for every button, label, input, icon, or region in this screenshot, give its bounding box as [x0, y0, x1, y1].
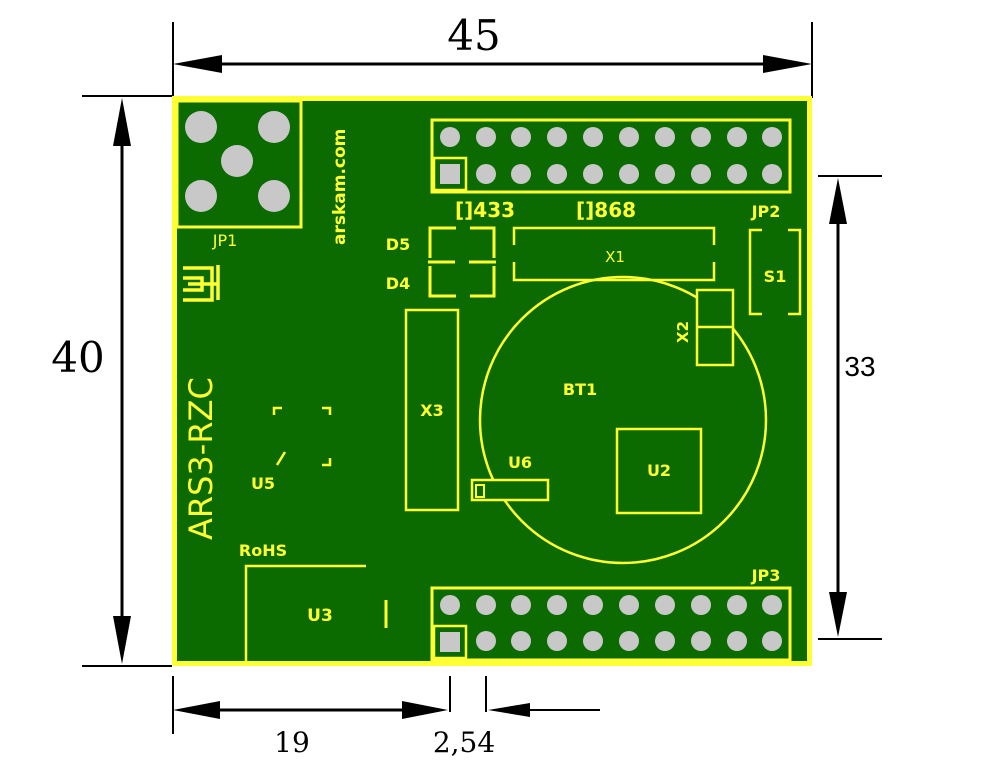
d5-label: D5: [386, 235, 410, 254]
x2-label: X2: [674, 321, 692, 343]
u3-label: U3: [307, 606, 333, 626]
jp1-label: JP1: [212, 231, 238, 250]
u2-outline: [615, 427, 703, 515]
jp2-header: [430, 118, 792, 194]
bt1-outline: [478, 275, 768, 565]
bt1-label: BT1: [563, 380, 597, 399]
s1-label: S1: [764, 267, 787, 286]
u6-outline: [470, 478, 550, 502]
dim-offset-label: 19: [274, 726, 310, 759]
u5-label: U5: [251, 474, 275, 493]
brand-logo-icon: [183, 265, 220, 302]
jp2-label: JP2: [751, 202, 781, 221]
u5-outline: [272, 406, 332, 467]
dim-header-spacing-label: 33: [844, 351, 875, 382]
brand-url: arskam.com: [330, 129, 350, 245]
dimension-lines: [82, 22, 882, 734]
dim-width-label: 45: [447, 11, 500, 60]
x3-outline: [404, 308, 460, 512]
dim-height-label: 40: [51, 333, 104, 382]
u3-outline: [244, 564, 366, 661]
freq-868-label: []868: [576, 198, 636, 222]
jp3-label: JP3: [751, 566, 781, 585]
jp1-connector: [175, 99, 303, 229]
x3-label: X3: [420, 401, 443, 420]
rohs-label: RoHS: [239, 541, 287, 560]
freq-433-label: []433: [455, 198, 515, 222]
d4-label: D4: [386, 274, 410, 293]
u2-label: U2: [647, 461, 671, 480]
model-name: ARS3-RZC: [182, 377, 220, 540]
jp3-header: [430, 586, 792, 662]
d5-d4-outline: [428, 226, 496, 298]
dim-pitch-label: 2,54: [433, 726, 495, 759]
u6-label: U6: [508, 453, 532, 472]
x1-outline: [512, 226, 716, 282]
dimension-arrowheads: [113, 55, 847, 719]
x1-label: X1: [605, 248, 625, 266]
s1-outline: [748, 228, 802, 316]
